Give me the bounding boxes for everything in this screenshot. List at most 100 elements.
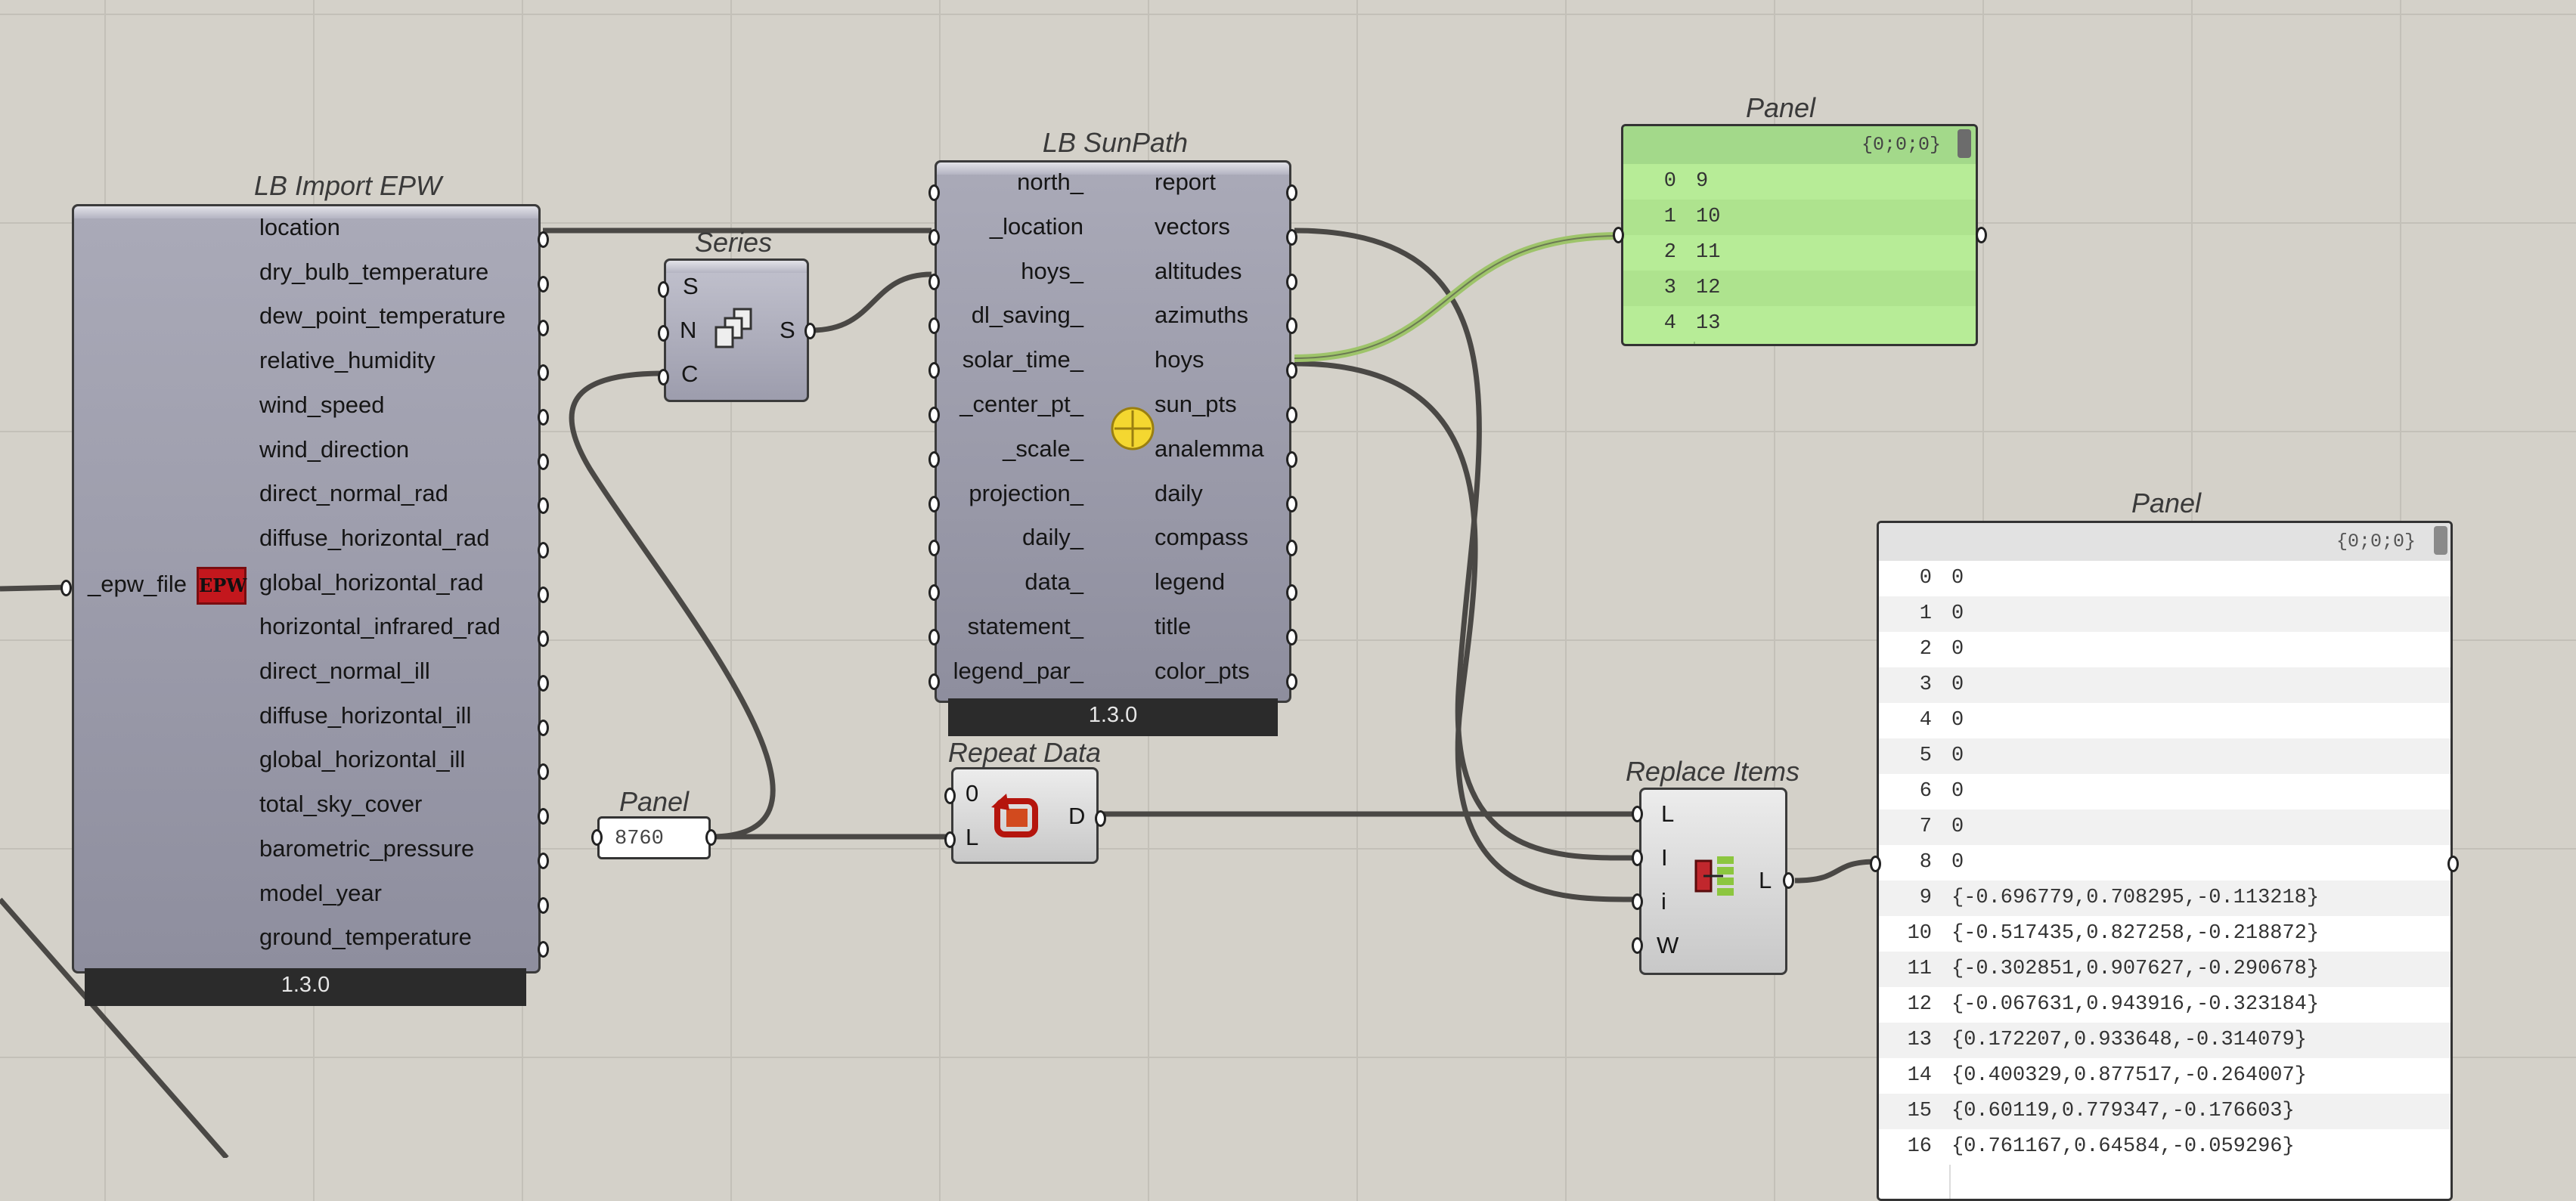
output-label-legend: legend <box>1155 568 1226 596</box>
panel-input-port[interactable] <box>1613 227 1624 243</box>
output-port-diffuse-horizontal-ill[interactable] <box>538 719 549 736</box>
row-value: 0 <box>1951 638 1964 661</box>
panel-scrollbar[interactable] <box>1958 129 1971 158</box>
output-port-wind-speed[interactable] <box>538 408 549 426</box>
output-port-color-pts[interactable] <box>1286 673 1297 690</box>
repeat-icon <box>991 794 1038 837</box>
output-port-report[interactable] <box>1286 184 1297 201</box>
replace-input-i-lower-port[interactable] <box>1632 893 1643 910</box>
output-port-analemma[interactable] <box>1286 450 1297 468</box>
series-input-n-port[interactable] <box>658 325 669 342</box>
replace-input-l-port[interactable] <box>1632 806 1643 822</box>
row-index: 10 <box>1907 922 1932 945</box>
input-port-hoys[interactable] <box>928 273 940 290</box>
input-port-epw-file[interactable] <box>60 580 72 596</box>
repeat-input-0-port[interactable] <box>944 788 956 804</box>
output-port-legend[interactable] <box>1286 584 1297 602</box>
output-port-hoys[interactable] <box>1286 362 1297 379</box>
output-port-azimuths[interactable] <box>1286 317 1297 335</box>
input-port-north[interactable] <box>928 184 940 201</box>
series-output-s-port[interactable] <box>804 323 816 339</box>
input-port-center-pt[interactable] <box>928 407 940 423</box>
output-port-altitudes[interactable] <box>1286 273 1297 290</box>
replace-input-i-upper-port[interactable] <box>1632 850 1643 866</box>
input-port-location[interactable] <box>928 228 940 246</box>
output-port-global-horizontal-rad[interactable] <box>538 586 549 603</box>
output-port-global-horizontal-ill[interactable] <box>538 763 549 781</box>
output-port-wind-direction[interactable] <box>538 453 549 470</box>
input-port-solar-time[interactable] <box>928 362 940 379</box>
output-port-dew-point-temperature[interactable] <box>538 320 549 337</box>
component-body[interactable]: L I i W L <box>1639 788 1787 975</box>
output-port-compass[interactable] <box>1286 540 1297 557</box>
series-input-c-port[interactable] <box>658 369 669 385</box>
row-value: 10 <box>1696 206 1721 228</box>
output-port-daily[interactable] <box>1286 495 1297 512</box>
input-port-scale[interactable] <box>928 450 940 468</box>
component-title: Panel <box>618 786 690 817</box>
output-port-ground-temperature[interactable] <box>538 941 549 958</box>
repeat-output-d-port[interactable] <box>1095 810 1106 827</box>
output-port-vectors[interactable] <box>1286 228 1297 246</box>
input-label-solar-time: solar_time_ <box>962 346 1083 373</box>
output-port-title[interactable] <box>1286 629 1297 645</box>
panel-output-port[interactable] <box>705 829 717 846</box>
input-label-i-lower: i <box>1661 888 1666 915</box>
output-port-sun-pts[interactable] <box>1286 407 1297 423</box>
panel-row: 12{-0.067631,0.943916,-0.323184} <box>1879 987 2450 1023</box>
output-port-model-year[interactable] <box>538 896 549 914</box>
panel-body[interactable]: 8760 <box>597 816 711 859</box>
replace-input-w-port[interactable] <box>1632 937 1643 954</box>
row-index: 8 <box>1919 851 1932 874</box>
output-port-direct-normal-ill[interactable] <box>538 675 549 692</box>
row-index: 0 <box>1663 170 1676 193</box>
output-port-relative-humidity[interactable] <box>538 364 549 382</box>
input-port-daily[interactable] <box>928 540 940 557</box>
output-label-analemma: analemma <box>1155 435 1264 462</box>
output-port-horizontal-infrared-rad[interactable] <box>538 630 549 648</box>
input-label-location: _location <box>989 212 1083 240</box>
replace-output-l-port[interactable] <box>1783 872 1794 889</box>
input-port-legend-par[interactable] <box>928 673 940 690</box>
replace-items-component[interactable]: Replace Items L I i W L <box>1618 756 1807 983</box>
input-port-data[interactable] <box>928 584 940 602</box>
output-port-diffuse-horizontal-rad[interactable] <box>538 541 549 559</box>
panel-scrollbar[interactable] <box>2434 526 2447 555</box>
panel-input-port[interactable] <box>591 829 603 846</box>
row-value: 11 <box>1696 241 1721 264</box>
output-port-location[interactable] <box>538 231 549 248</box>
series-component[interactable]: Series S N C S <box>658 227 817 408</box>
output-port-barometric-pressure[interactable] <box>538 852 549 869</box>
panel-output-port[interactable] <box>2447 856 2459 872</box>
repeat-data-component[interactable]: Repeat Data 0 L D <box>938 737 1111 865</box>
repeat-input-l-port[interactable] <box>944 831 956 848</box>
output-port-total-sky-cover[interactable] <box>538 808 549 825</box>
output-port-dry-bulb-temperature[interactable] <box>538 275 549 293</box>
series-input-s-port[interactable] <box>658 281 669 298</box>
wire-panel-to-series-c <box>569 370 776 840</box>
row-index: 2 <box>1919 638 1932 661</box>
input-port-dl-saving[interactable] <box>928 317 940 335</box>
input-port-projection[interactable] <box>928 495 940 512</box>
input-port-statement[interactable] <box>928 629 940 645</box>
panel-row: 9{-0.696779,0.708295,-0.113218} <box>1879 881 2450 916</box>
panel-input-port[interactable] <box>1870 856 1881 872</box>
row-index: 3 <box>1919 673 1932 696</box>
panel-8760-component[interactable]: Panel 8760 <box>590 786 718 862</box>
input-label-projection: projection_ <box>969 479 1083 506</box>
component-body[interactable]: 0 L D <box>951 767 1099 864</box>
output-port-direct-normal-rad[interactable] <box>538 497 549 515</box>
component-body[interactable]: S N C S <box>664 258 809 402</box>
output-label-vectors: vectors <box>1155 212 1230 240</box>
panel-output-port[interactable] <box>1976 227 1987 243</box>
